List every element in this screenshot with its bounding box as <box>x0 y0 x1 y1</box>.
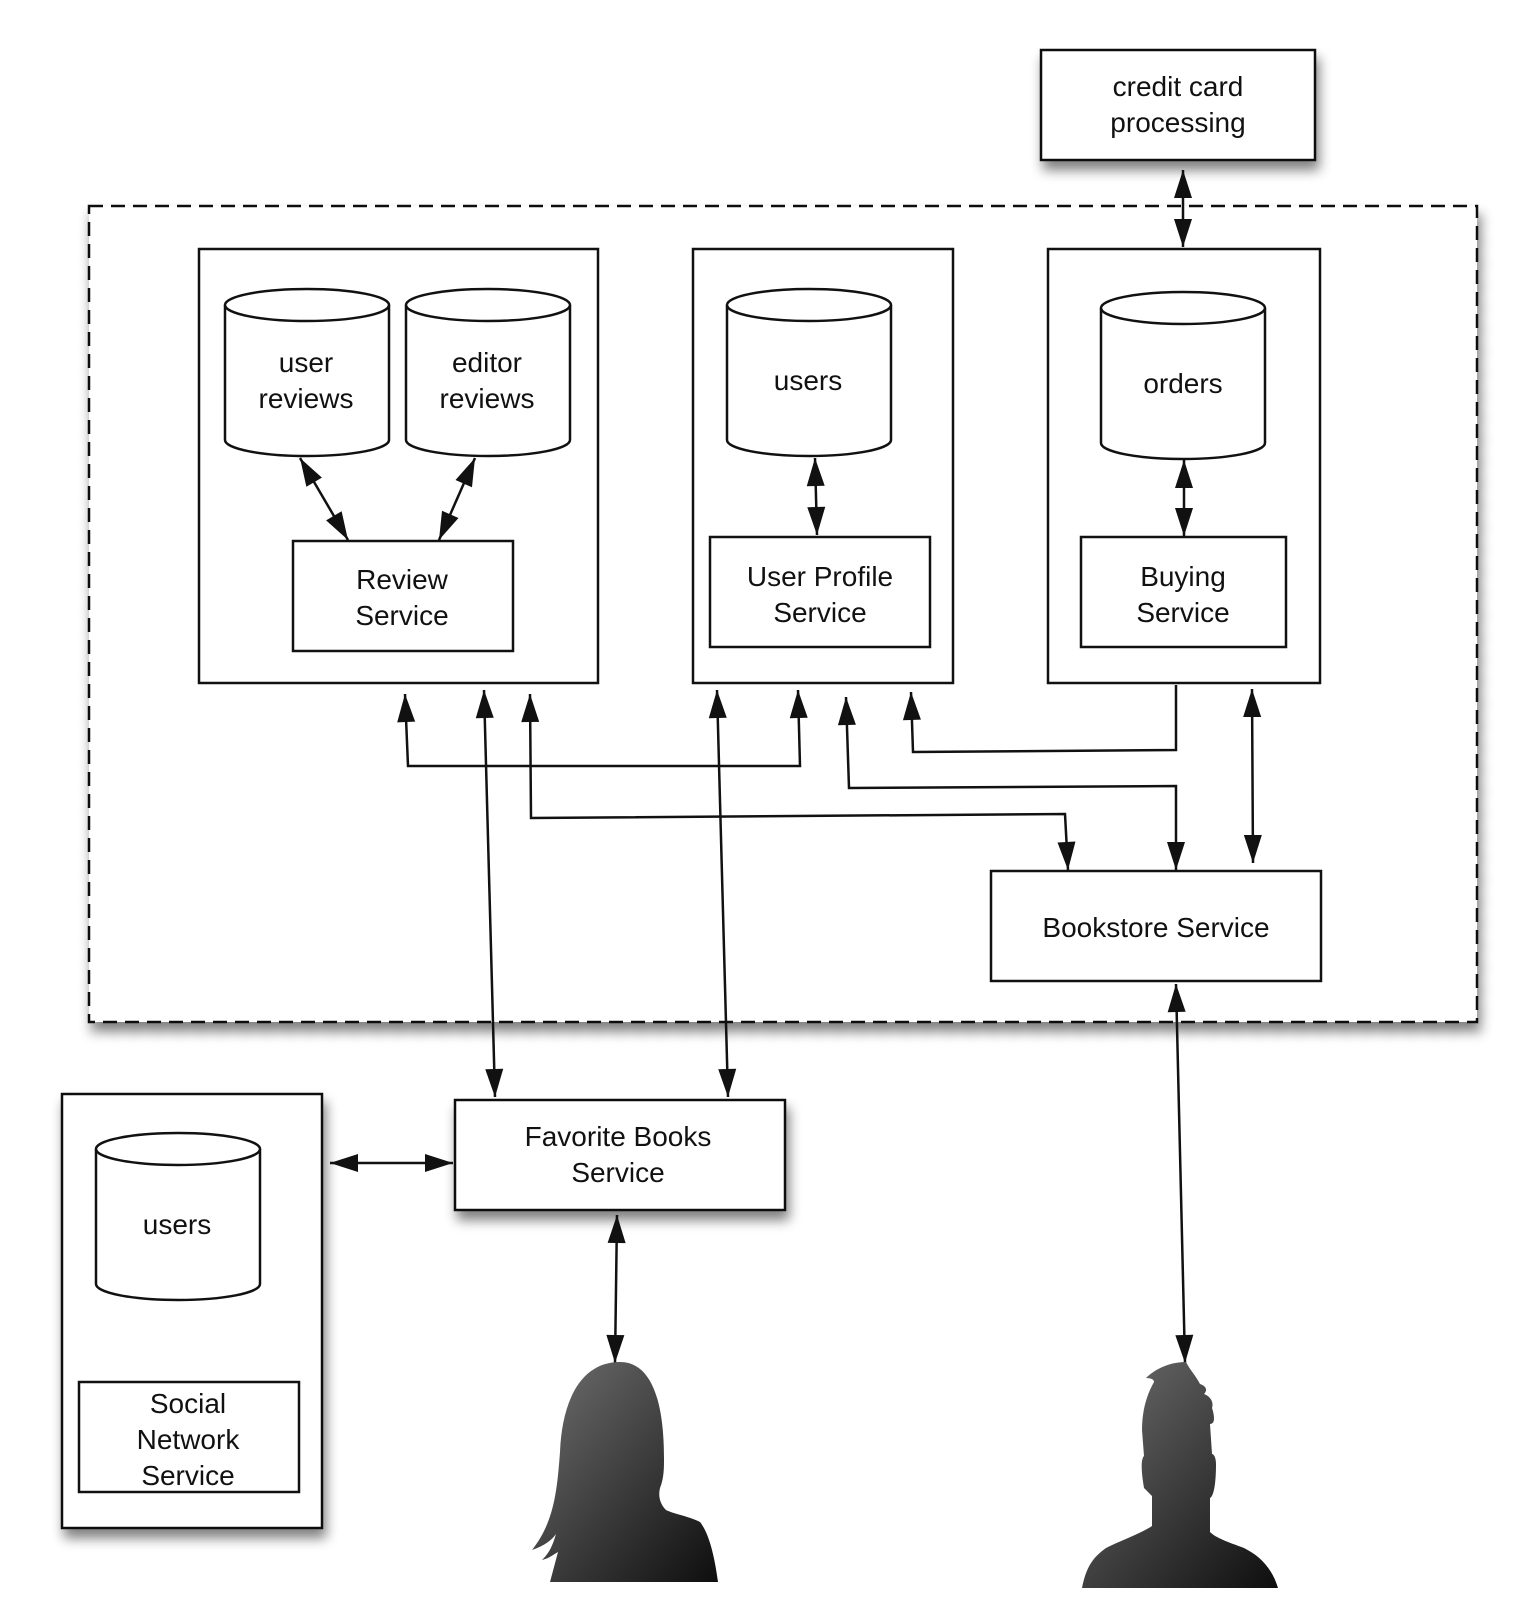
arrowhead <box>425 1154 453 1172</box>
editor-reviews-label-1: editor <box>452 347 522 378</box>
arrowhead <box>1174 170 1192 198</box>
buying-service-label-1: Buying <box>1140 561 1226 592</box>
user-reviews-database[interactable]: user reviews <box>223 287 391 458</box>
arrowhead <box>807 506 826 535</box>
social-service-label-1: Social <box>150 1388 226 1419</box>
arrowhead <box>475 690 494 719</box>
users-db-label: users <box>774 365 842 396</box>
social-network-container[interactable]: users Social Network Service <box>60 1092 324 1530</box>
arrowhead <box>789 690 808 719</box>
bookstore-male-user-connector <box>1174 983 1187 1364</box>
arrowhead <box>1167 842 1185 870</box>
review-service-label-2: Service <box>355 600 448 631</box>
favorite-books-service-box[interactable]: Favorite Books Service <box>453 1098 787 1212</box>
review-favorite-books-connector <box>482 689 497 1098</box>
review-service-label-1: Review <box>356 564 449 595</box>
favorite-books-label-2: Service <box>571 1157 664 1188</box>
arrowhead <box>439 510 459 540</box>
review-service-box[interactable]: Review Service <box>291 539 515 653</box>
arrowhead <box>521 694 540 723</box>
editor-reviews-label-2: reviews <box>440 383 535 414</box>
social-service-label-2: Network <box>137 1424 241 1455</box>
social-service-label-3: Service <box>141 1460 234 1491</box>
arrowhead <box>1175 460 1193 488</box>
social-users-database[interactable]: users <box>94 1131 262 1302</box>
orders-database[interactable]: orders <box>1099 290 1267 461</box>
user-profile-container[interactable]: users User Profile Service <box>691 247 955 685</box>
arrowhead <box>1243 689 1262 718</box>
credit-card-processing-box[interactable]: credit card processing <box>1039 48 1317 162</box>
favorite-books-label-1: Favorite Books <box>525 1121 712 1152</box>
social-network-service-box[interactable]: Social Network Service <box>77 1380 301 1494</box>
arrowhead <box>485 1068 504 1097</box>
orders-db-label: orders <box>1143 368 1222 399</box>
user-profile-service-label-1: User Profile <box>747 561 893 592</box>
arrowhead <box>837 697 856 726</box>
arrowhead <box>326 511 348 540</box>
arrowhead <box>1243 834 1262 863</box>
arrowhead <box>330 1154 358 1172</box>
review-container[interactable]: user reviews editor reviews Review Servi… <box>197 247 600 685</box>
credit-card-label-2: processing <box>1110 107 1245 138</box>
user-reviews-label-2: reviews <box>259 383 354 414</box>
male-user-icon <box>1082 1362 1278 1588</box>
buying-service-label-2: Service <box>1136 597 1229 628</box>
user-profile-service-label-2: Service <box>773 597 866 628</box>
buying-bookstore-connector <box>1250 688 1255 864</box>
credit-card-label-1: credit card <box>1113 71 1244 102</box>
review-user-profile-connector <box>403 689 802 768</box>
arrowhead <box>397 694 416 723</box>
female-user-icon <box>532 1362 718 1582</box>
review-bookstore-connector <box>528 693 1070 871</box>
arrowhead <box>300 458 322 487</box>
user-profile-bookstore-connector <box>844 696 1178 870</box>
connectors <box>298 170 1262 1364</box>
arrowhead <box>1174 219 1192 247</box>
users-database[interactable]: users <box>725 287 893 458</box>
bookstore-service-label: Bookstore Service <box>1042 912 1269 943</box>
user-profile-service-box[interactable]: User Profile Service <box>708 535 932 649</box>
arrowhead <box>607 1215 626 1244</box>
social-users-label: users <box>143 1209 211 1240</box>
arrowhead <box>718 1068 737 1097</box>
arrowhead <box>1167 984 1186 1013</box>
editor-reviews-database[interactable]: editor reviews <box>404 287 572 458</box>
arrowhead <box>606 1334 625 1363</box>
arrowhead <box>1057 841 1076 870</box>
buying-service-box[interactable]: Buying Service <box>1079 535 1288 649</box>
arrowhead <box>902 692 921 721</box>
bookstore-service-box[interactable]: Bookstore Service <box>989 869 1323 983</box>
arrowhead <box>708 690 727 719</box>
arrowhead <box>455 458 475 488</box>
arrowhead <box>806 458 825 487</box>
user-reviews-label-1: user <box>279 347 333 378</box>
arrowhead <box>1175 1334 1194 1363</box>
user-profile-buying-connector <box>909 685 1178 754</box>
user-profile-favorite-books-connector <box>715 689 730 1098</box>
arrowhead <box>1175 508 1193 536</box>
